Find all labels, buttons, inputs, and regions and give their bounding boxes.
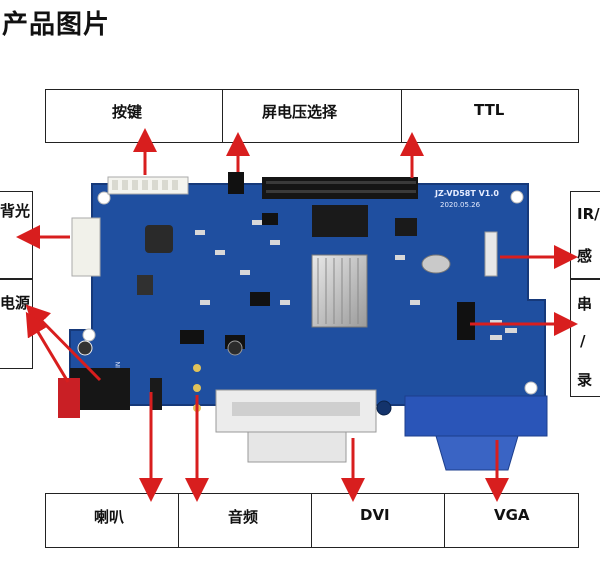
ir-header	[485, 232, 497, 276]
mount-hole	[377, 401, 391, 415]
capacitor	[228, 341, 242, 355]
inductor	[145, 225, 173, 253]
power-plug-red	[58, 378, 80, 418]
serial-connector	[457, 302, 475, 340]
board-model-text: JZ-VD58T V1.0	[434, 189, 499, 198]
heatsink	[312, 255, 367, 327]
board-date-text: 2020.05.26	[440, 201, 481, 209]
crystal	[422, 255, 450, 273]
voltage-jumper	[228, 172, 244, 194]
inductor	[137, 275, 153, 295]
vga-connector	[405, 396, 547, 436]
main-ic	[312, 205, 368, 237]
ic-small	[395, 218, 417, 236]
mount-hole	[83, 329, 95, 341]
ttl-header	[262, 177, 418, 199]
mount-hole	[525, 382, 537, 394]
mount-hole	[511, 191, 523, 203]
backlight-connector	[72, 218, 100, 276]
capacitor	[78, 341, 92, 355]
